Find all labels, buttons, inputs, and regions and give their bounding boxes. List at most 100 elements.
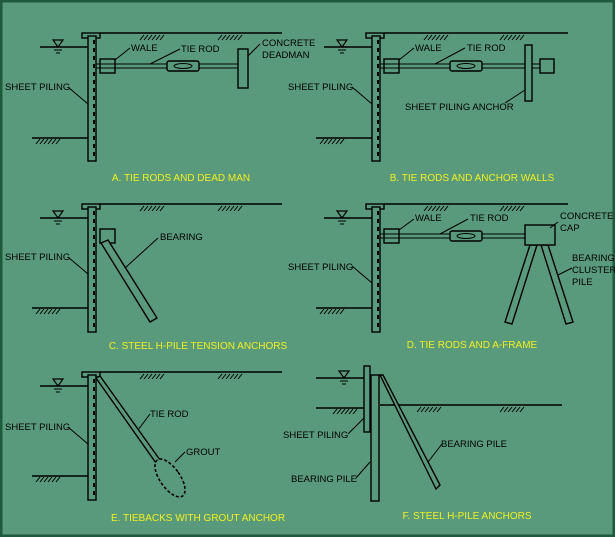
hatch-mark [331,138,337,145]
hatch-mark [327,308,333,315]
svg-text:BEARING PILE: BEARING PILE [291,474,357,485]
hatch-mark [503,205,509,212]
hatch-mark [43,476,49,483]
hatch-mark [431,34,437,41]
hatch-mark [327,138,333,145]
hatch-mark [515,34,521,41]
hatch-mark [432,406,438,413]
hatch-mark [151,205,157,212]
caption-a: A. TIE RODS AND DEAD MAN [112,173,250,184]
hatch-mark [423,205,429,212]
hatch-mark [499,34,505,41]
sheet-pile [87,35,97,162]
hatch-mark [221,34,227,41]
hatch-mark [217,373,223,380]
hatch-mark [147,205,153,212]
hatch-mark [47,308,53,315]
hatch-mark [155,205,161,212]
hatch-mark [511,406,517,413]
hatch-mark [229,373,235,380]
hatch-mark [336,408,342,415]
svg-text:BEARING: BEARING [572,253,615,264]
hatch-mark [344,408,350,415]
svg-text:TIE ROD: TIE ROD [470,213,509,224]
hatch-mark [339,308,345,315]
hatch-mark [217,205,223,212]
hatch-mark [319,138,325,145]
caption-e: E. TIEBACKS WITH GROUT ANCHOR [111,513,285,524]
hatch-mark [519,205,525,212]
hatch-mark [233,205,239,212]
hatch-mark [225,205,231,212]
hatch-mark [143,34,149,41]
caption-d: D. TIE RODS AND A-FRAME [407,340,538,351]
caption-b: B. TIE RODS AND ANCHOR WALLS [390,173,555,184]
svg-text:CLUSTER: CLUSTER [572,265,615,276]
hatch-mark [233,34,239,41]
svg-text:GROUT: GROUT [186,447,221,458]
hatch-mark [503,406,509,413]
hatch-mark [507,406,513,413]
hatch-mark [424,406,430,413]
hatch-mark [237,373,243,380]
bearing-pile-battered [378,374,441,491]
hatch-mark [225,34,231,41]
svg-text:WALE: WALE [415,43,442,54]
hatch-mark [159,205,165,212]
hatch-mark [43,138,49,145]
hatch-mark [511,205,517,212]
hatch-mark [229,205,235,212]
hatch-mark [427,34,433,41]
sheet-pile [87,206,97,333]
hatch-mark [443,34,449,41]
hatch-mark [332,408,338,415]
sheet-pile [371,35,381,162]
panel-d: WALE TIE ROD CONCRETE CAP BEARING CLUSTE… [288,203,615,351]
hatch-mark [233,373,239,380]
hatch-mark [155,34,161,41]
hatch-mark [237,34,243,41]
svg-text:SHEET PILING: SHEET PILING [5,252,70,263]
svg-text:SHEET PILING: SHEET PILING [5,422,70,433]
hatch-mark [423,34,429,41]
hatch-mark [503,34,509,41]
water-level-icon [335,210,349,220]
hatch-mark [348,408,354,415]
svg-text:CONCRETE: CONCRETE [560,211,613,222]
hatch-mark [319,308,325,315]
svg-text:CAP: CAP [560,223,580,234]
sheet-pile [371,206,381,333]
svg-text:WALE: WALE [415,213,442,224]
hatch-mark [499,406,505,413]
hatch-mark [159,34,165,41]
hatch-mark [507,205,513,212]
svg-text:SHEET PILING: SHEET PILING [288,82,353,93]
water-level-icon [51,39,65,49]
water-level-icon [51,378,65,388]
svg-text:TIE ROD: TIE ROD [150,409,189,420]
hatch-mark [143,373,149,380]
hatch-mark [155,373,161,380]
hatch-mark [435,34,441,41]
h-pile-anchor [99,239,158,323]
hatch-mark [55,138,61,145]
hatch-mark [335,138,341,145]
svg-text:BEARING: BEARING [160,232,203,243]
hatch-mark [147,34,153,41]
hatch-mark [51,308,57,315]
label-concrete: CONCRETE [262,38,315,49]
hatch-mark [237,205,243,212]
panel-f: SHEET PILING BEARING PILE BEARING PILE F… [283,365,562,522]
hatch-mark [151,373,157,380]
hatch-mark [39,308,45,315]
wale [99,58,116,74]
water-level-icon [51,210,65,220]
concrete-cap [524,224,556,246]
hatch-mark [416,406,422,413]
hatch-mark [147,373,153,380]
hatch-mark [420,406,426,413]
hatch-mark [229,34,235,41]
hatch-mark [51,138,57,145]
